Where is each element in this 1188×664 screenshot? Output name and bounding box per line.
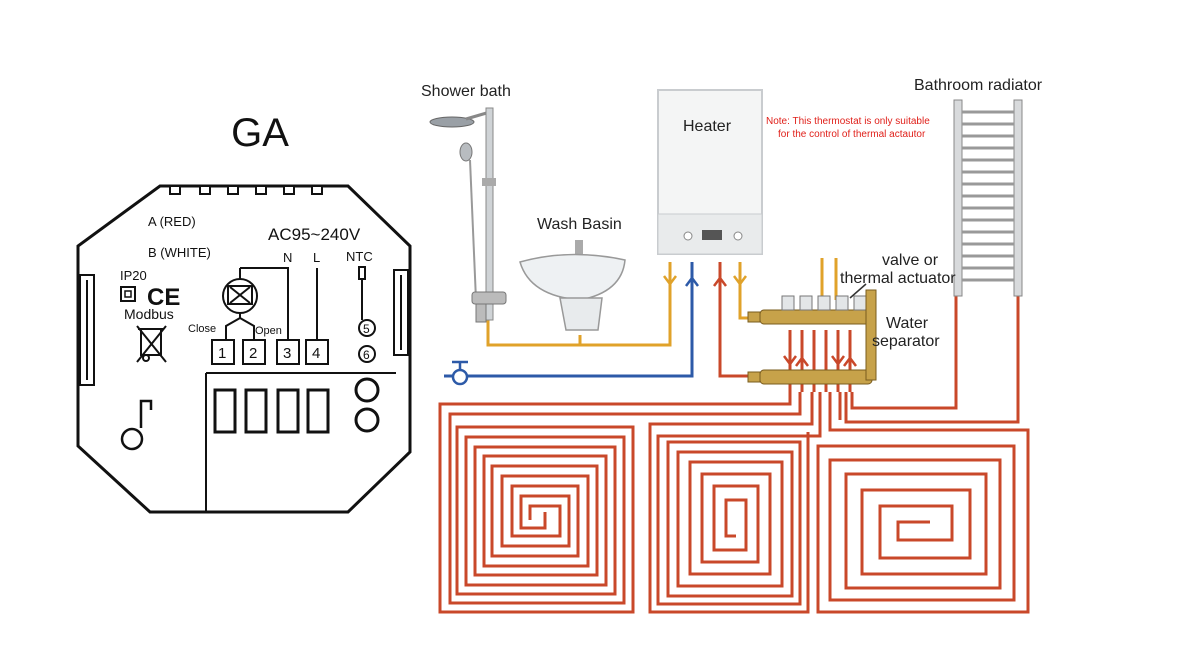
voltage-label: AC95~240V (268, 225, 361, 244)
radiator-label: Bathroom radiator (914, 77, 1043, 94)
terminal-block (211, 339, 329, 365)
terminal-l-label: L (313, 250, 320, 265)
note-line-2: for the control of thermal actautor (778, 129, 926, 140)
note-line-1: Note: This thermostat is only suitable (766, 116, 930, 127)
top-clips (169, 185, 323, 195)
ip-rating-label: IP20 (120, 268, 147, 283)
weee-bin-icon (136, 325, 167, 363)
basin-label: Wash Basin (537, 216, 622, 233)
protocol-label: Modbus (124, 306, 174, 322)
wash-basin: Wash Basin (519, 216, 626, 331)
heater-boiler: Heater (657, 89, 763, 255)
wire-a-label: A (RED) (148, 214, 196, 229)
separator-label-line-2: separator (872, 333, 940, 350)
floor-heating-loops (438, 296, 1030, 614)
shower-fixture: Shower bath (421, 83, 511, 323)
terminal-1-label: 1 (218, 345, 226, 362)
water-separator-manifold (747, 289, 877, 385)
valve-pointer (849, 283, 867, 299)
heater-label: Heater (683, 118, 732, 135)
valve-label-line-1: valve or (882, 252, 939, 269)
mounting-hole-icon (120, 399, 153, 451)
double-insulation-icon (120, 286, 136, 302)
terminal-4-label: 4 (312, 345, 320, 362)
shower-label: Shower bath (421, 83, 511, 100)
bathroom-radiator: Bathroom radiator (914, 77, 1043, 297)
terminal-n-label: N (283, 250, 292, 265)
cold-pipe (444, 262, 694, 378)
close-label: Close (188, 323, 216, 335)
model-label: GA (231, 111, 289, 155)
thermostat-panel: GA A (RED) B (WHITE) AC95~240V N L NTC I… (76, 111, 412, 514)
cold-inlet-valve-icon (451, 360, 469, 386)
ntc-probe (358, 266, 376, 363)
terminal-3-label: 3 (283, 345, 291, 362)
side-clips (79, 269, 409, 386)
ntc-label: NTC (346, 249, 373, 264)
relay-symbol (222, 267, 318, 340)
valve-label-line-2: thermal actuator (840, 270, 956, 287)
terminal-6-label: 6 (363, 348, 370, 362)
lower-housing (205, 372, 396, 512)
separator-label-line-1: Water (886, 315, 929, 332)
terminal-5-label: 5 (363, 322, 370, 336)
ce-mark: CE (147, 284, 180, 311)
terminal-2-label: 2 (249, 345, 257, 362)
wire-b-label: B (WHITE) (148, 245, 211, 260)
flow-arrows (663, 275, 857, 367)
open-label: Open (255, 325, 282, 337)
